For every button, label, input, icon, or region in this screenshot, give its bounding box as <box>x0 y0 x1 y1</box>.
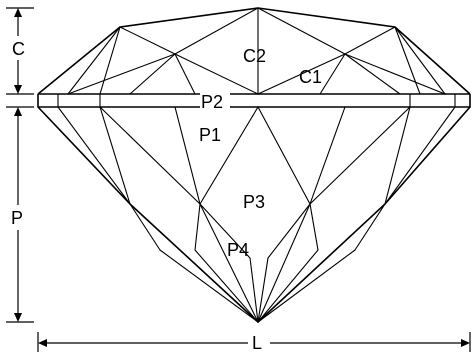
label-pavilion-girdle: P2 <box>201 92 223 112</box>
label-crown-main: C2 <box>243 46 266 66</box>
label-pavilion-main: P1 <box>199 125 221 145</box>
length-dimension <box>37 332 471 352</box>
crown-height-dimension <box>6 7 34 95</box>
label-length: L <box>252 333 262 353</box>
label-crown-star: C1 <box>299 67 322 87</box>
girdle <box>37 93 471 108</box>
pavilion-facets <box>37 106 471 323</box>
pavilion-depth-dimension <box>6 106 34 323</box>
label-crown-height: C <box>12 39 25 59</box>
label-pavilion-center: P3 <box>243 192 265 212</box>
label-pavilion-depth: P <box>11 208 23 228</box>
label-pavilion-lower: P4 <box>227 240 249 260</box>
